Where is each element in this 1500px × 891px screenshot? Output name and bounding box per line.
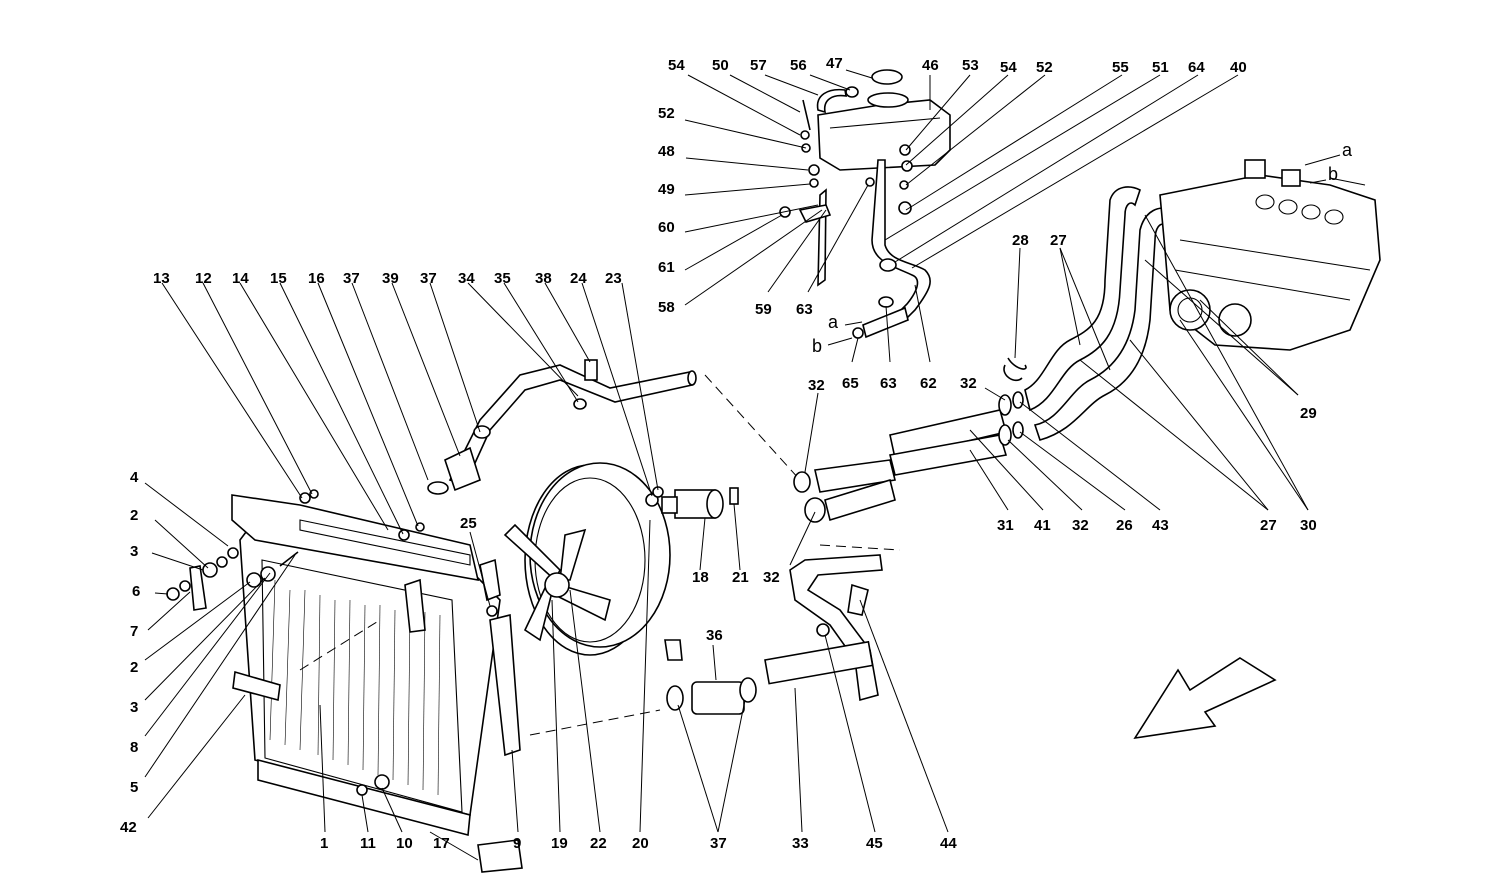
callout-24: 24	[570, 270, 587, 287]
callout-23: 23	[605, 270, 622, 287]
callout-41: 41	[1034, 517, 1051, 534]
callout-50: 50	[712, 57, 729, 74]
callout-32b: 32	[960, 375, 977, 392]
callout-40: 40	[1230, 59, 1247, 76]
callout-32c: 32	[1072, 517, 1089, 534]
lower-hoses	[529, 544, 901, 736]
callout-34: 34	[458, 270, 475, 287]
callout-leader-lines	[144, 69, 1309, 861]
callout-7: 7	[130, 623, 138, 640]
callout-32a: 32	[808, 377, 825, 394]
callout-31: 31	[997, 517, 1014, 534]
callout-6: 6	[132, 583, 140, 600]
callout-30: 30	[1300, 517, 1317, 534]
callout-60: 60	[658, 219, 675, 236]
connection-letter-b-tank: b	[812, 336, 822, 356]
callout-42: 42	[120, 819, 137, 836]
callout-54a: 54	[668, 57, 685, 74]
callout-21: 21	[732, 569, 749, 586]
callout-52a: 52	[658, 105, 675, 122]
callout-37b: 37	[420, 270, 437, 287]
straight-hoses	[793, 391, 1024, 523]
callout-33: 33	[792, 835, 809, 852]
callout-46: 46	[922, 57, 939, 74]
callout-28: 28	[1012, 232, 1029, 249]
callout-49: 49	[658, 181, 675, 198]
callout-44: 44	[940, 835, 957, 852]
callout-26: 26	[1116, 517, 1133, 534]
callout-62: 62	[920, 375, 937, 392]
callout-1: 1	[320, 835, 328, 852]
callout-22: 22	[590, 835, 607, 852]
callout-3: 3	[130, 543, 138, 560]
callout-63a: 63	[796, 301, 813, 318]
callout-55: 55	[1112, 59, 1129, 76]
radiator	[189, 494, 523, 873]
callout-53: 53	[962, 57, 979, 74]
callout-4: 4	[130, 469, 139, 486]
callout-2b: 2	[130, 659, 138, 676]
callout-64: 64	[1188, 59, 1205, 76]
callout-numbers: 1 2 2 3 3 4 5 6 7 8 9 10 11 12 13 14 15 …	[120, 55, 1317, 852]
callout-37a: 37	[343, 270, 360, 287]
callout-11: 11	[360, 835, 376, 852]
callout-35: 35	[494, 270, 511, 287]
callout-25: 25	[460, 515, 477, 532]
callout-16: 16	[308, 270, 325, 287]
upper-hose	[427, 359, 801, 495]
direction-arrow-icon	[1133, 657, 1277, 740]
callout-36: 36	[706, 627, 723, 644]
expansion-tank	[779, 69, 951, 339]
callout-48: 48	[658, 143, 675, 160]
callout-32d: 32	[763, 569, 780, 586]
callout-3b: 3	[130, 699, 138, 716]
callout-12: 12	[195, 270, 212, 287]
callout-10: 10	[396, 835, 413, 852]
callout-5: 5	[130, 779, 138, 796]
callout-39: 39	[382, 270, 399, 287]
callout-37c: 37	[710, 835, 727, 852]
callout-51: 51	[1152, 59, 1169, 76]
misc-parts	[486, 357, 1027, 617]
callout-13: 13	[153, 270, 170, 287]
fan-assembly	[479, 462, 724, 661]
callout-18: 18	[692, 569, 709, 586]
connection-markers: a b a b	[812, 140, 1353, 356]
callout-61: 61	[658, 259, 675, 276]
callout-52b: 52	[1036, 59, 1053, 76]
connection-letter-b-engine: b	[1328, 164, 1338, 184]
callout-27: 27	[1050, 232, 1067, 249]
callout-2: 2	[130, 507, 138, 524]
callout-29: 29	[1300, 405, 1317, 422]
callout-63b: 63	[880, 375, 897, 392]
callout-38: 38	[535, 270, 552, 287]
callout-45: 45	[866, 835, 883, 852]
callout-17: 17	[433, 835, 450, 852]
connection-letter-a-engine: a	[1342, 140, 1353, 160]
callout-27b: 27	[1260, 517, 1277, 534]
callout-9: 9	[513, 835, 521, 852]
callout-14: 14	[232, 270, 249, 287]
callout-15: 15	[270, 270, 287, 287]
callout-8: 8	[130, 739, 138, 756]
callout-56: 56	[790, 57, 807, 74]
engine-block	[1159, 159, 1381, 351]
callout-58: 58	[658, 299, 675, 316]
callout-57: 57	[750, 57, 767, 74]
callout-59: 59	[755, 301, 772, 318]
callout-65: 65	[842, 375, 859, 392]
callout-20: 20	[632, 835, 649, 852]
callout-47: 47	[826, 55, 843, 72]
connection-letter-a-tank: a	[828, 312, 839, 332]
callout-19: 19	[551, 835, 568, 852]
callout-43: 43	[1152, 517, 1169, 534]
callout-54b: 54	[1000, 59, 1017, 76]
